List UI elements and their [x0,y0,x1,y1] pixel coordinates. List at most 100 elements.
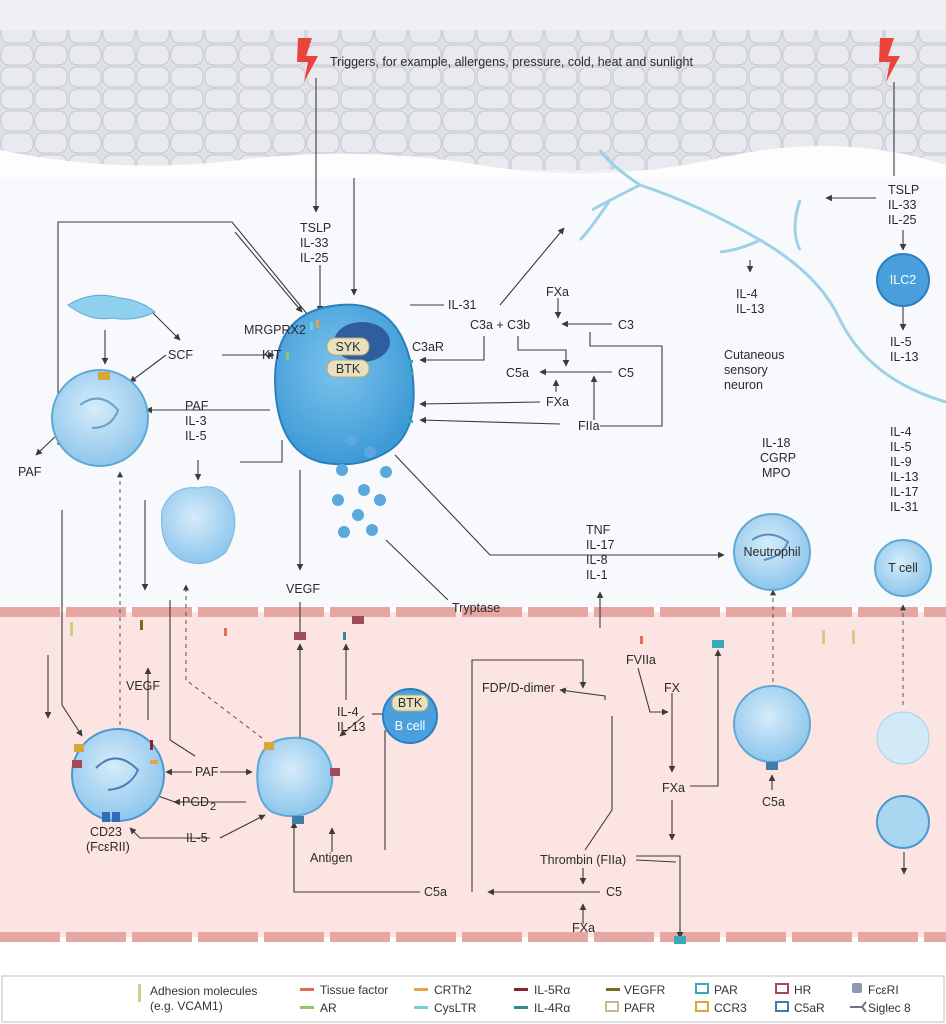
ilc2-in-2: IL-13 [736,302,765,316]
fxa-mid-label: FXa [546,395,569,409]
legend-adhesion-label: Adhesion molecules [150,984,257,998]
tnf-item-1: TNF [586,523,611,537]
legend-il5ra-label: IL-5Rα [534,983,570,997]
legend-siglec8-label: Siglec 8 [868,1001,911,1015]
complement-cascade: FXa C3a + C3b C3 C5a C5 FXa FIIa [470,285,634,433]
eosinophil-vessel-activated [256,736,334,818]
legend-crth2-label: CRTh2 [434,983,472,997]
legend-tissue-factor-label: Tissue factor [320,983,388,997]
t-cell-mediator-3: IL-9 [890,455,912,469]
legend-ccr3-label: CCR3 [714,1001,747,1015]
il13-label: IL-13 [337,720,366,734]
ilc2-out-2: IL-13 [890,350,919,364]
adhesion-molecule-icon [138,984,141,1002]
cysltr-icon [414,1006,428,1009]
legend-il4ra-label: IL-4Rα [534,1001,570,1015]
left-cytokine-1: TSLP [300,221,331,235]
scf-label: SCF [168,348,193,362]
il31-label: IL-31 [448,298,477,312]
tnf-item-2: IL-17 [586,538,615,552]
vessel-paf-label: PAF [195,765,219,779]
vessel-c5a-label: C5a [424,885,447,899]
trigger-bolt-right-icon [879,38,900,82]
eos-mediator-1: PAF [185,399,209,413]
legend-c5ar-label: C5aR [794,1001,825,1015]
receptor-marks [70,320,855,944]
pafr-icon [605,1001,619,1012]
neutrophil-vessel [733,685,811,763]
legend-hr-label: HR [794,983,812,997]
dashed-migration-arrows [117,471,906,739]
legend-par-label: PAR [714,983,738,997]
c5-label: C5 [618,366,634,380]
ccr3-icon [695,1001,709,1012]
fiia-label: FIIa [578,419,600,433]
btk-pill [326,359,370,378]
t-cell-mediators: IL-4 IL-5 IL-9 IL-13 IL-17 IL-31 [890,425,919,514]
c3ar-label: C3aR [412,340,444,354]
tnf-item-3: IL-8 [586,553,608,567]
neutrophil-c5a-label: C5a [762,795,785,809]
cd23-label: CD23 [90,825,122,839]
neuron-label-2: sensory [724,363,769,377]
tissue-factor-icon [300,988,314,991]
legend-fceri-label: FcεRI [868,983,899,997]
vegf-top-label: VEGF [286,582,320,596]
legend-cysltr-label: CysLTR [434,1001,477,1015]
paf-label: PAF [18,465,42,479]
right-cytokine-1: TSLP [888,183,919,197]
t-cell [874,539,932,597]
fibroblast [67,294,156,320]
t-cell-mediator-4: IL-13 [890,470,919,484]
bcell-btk-label: BTK [398,696,423,710]
vegfr-icon [606,988,620,991]
hr-icon [775,983,789,994]
c3a-c3b-label: C3a + C3b [470,318,530,332]
neutrophil-mediator-3: MPO [762,466,791,480]
legend-vegfr-label: VEGFR [624,983,666,997]
right-cytokine-list: TSLP IL-33 IL-25 [888,183,919,227]
fceRII-label: (FcεRII) [86,840,130,854]
ilc2-cell [876,253,930,307]
t-cell-vessel [876,711,930,849]
eosinophil-left [51,369,149,467]
fx-label: FX [664,681,681,695]
fxa-bottom-label: FXa [572,921,595,935]
tnf-group: TNF IL-17 IL-8 IL-1 [586,523,615,582]
legend-pafr-label: PAFR [624,1001,655,1015]
neuron-label: Cutaneous sensory neuron [724,348,784,392]
neutrophil-label: Neutrophil [744,545,801,559]
left-cytokine-list: TSLP IL-33 IL-25 [300,221,331,265]
eosinophil-vessel [71,728,165,822]
neuron-label-1: Cutaneous [724,348,784,362]
eosinophil-activated [160,486,236,565]
eos-mediator-2: IL-3 [185,414,207,428]
sensory-neuron [578,149,946,404]
neuron-label-3: neuron [724,378,763,392]
t-cell-mediator-5: IL-17 [890,485,919,499]
c5a-label: C5a [506,366,529,380]
mrgprx2-label: MRGPRX2 [244,323,306,337]
vessel-il5-label: IL-5 [186,831,208,845]
c5ar-icon [775,1001,789,1012]
left-cytokine-2: IL-33 [300,236,329,250]
trigger-bolt-left-icon [297,38,318,82]
eos-mediator-3: IL-5 [185,429,207,443]
neutrophil-mediator-1: IL-18 [762,436,791,450]
pgd2-subscript: 2 [210,801,216,813]
legend-adhesion-sub-label: (e.g. VCAM1) [150,999,223,1013]
il4ra-icon [514,1006,528,1009]
vessel-c5-label: C5 [606,885,622,899]
ilc2-out-1: IL-5 [890,335,912,349]
eos-mediator-list: PAF IL-3 IL-5 [185,399,209,443]
right-cytokine-3: IL-25 [888,213,917,227]
neutrophil-mediator-2: CGRP [760,451,796,465]
legend: Adhesion molecules (e.g. VCAM1) Tissue f… [1,975,945,1023]
par-icon [695,983,709,994]
il5ra-icon [514,988,528,991]
t-cell-mediator-1: IL-4 [890,425,912,439]
ilc2-label: ILC2 [890,273,916,287]
c3-label: C3 [618,318,634,332]
il4-label: IL-4 [337,705,359,719]
